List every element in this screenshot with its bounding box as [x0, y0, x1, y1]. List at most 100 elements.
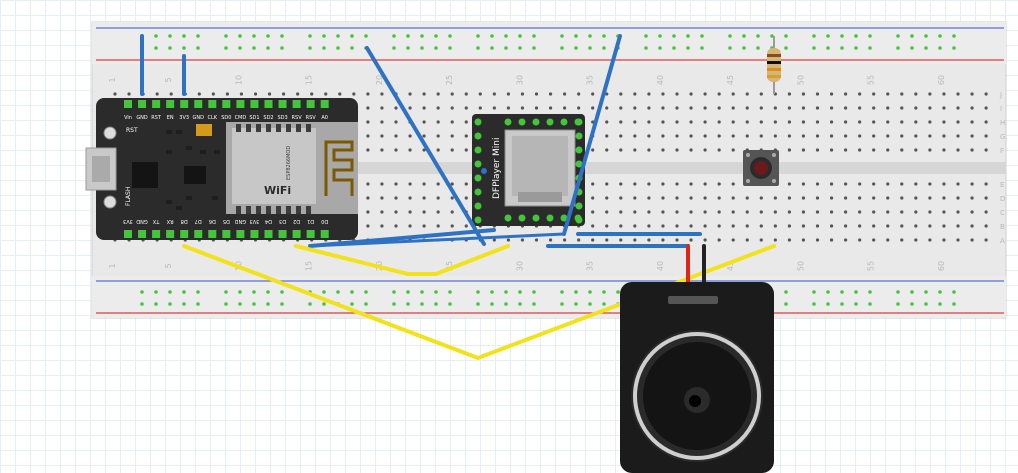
- strip-hole[interactable]: [773, 196, 777, 200]
- strip-hole[interactable]: [956, 134, 960, 138]
- rail-hole[interactable]: [476, 290, 480, 294]
- rail-hole[interactable]: [322, 34, 326, 38]
- strip-hole[interactable]: [942, 92, 946, 96]
- strip-hole[interactable]: [970, 134, 974, 138]
- strip-hole[interactable]: [689, 182, 693, 186]
- strip-hole[interactable]: [956, 210, 960, 214]
- strip-hole[interactable]: [872, 120, 876, 124]
- strip-hole[interactable]: [717, 224, 721, 228]
- strip-hole[interactable]: [731, 134, 735, 138]
- strip-hole[interactable]: [914, 196, 918, 200]
- strip-hole[interactable]: [520, 92, 525, 96]
- strip-hole[interactable]: [759, 106, 763, 110]
- strip-hole[interactable]: [984, 106, 988, 110]
- strip-hole[interactable]: [914, 210, 918, 214]
- rail-hole[interactable]: [504, 290, 508, 294]
- strip-hole[interactable]: [858, 238, 862, 242]
- strip-hole[interactable]: [675, 196, 679, 200]
- strip-hole[interactable]: [464, 182, 468, 186]
- rail-hole[interactable]: [196, 34, 200, 38]
- rail-hole[interactable]: [952, 46, 956, 50]
- strip-hole[interactable]: [829, 238, 834, 242]
- strip-hole[interactable]: [844, 238, 848, 242]
- strip-hole[interactable]: [900, 196, 904, 200]
- rail-hole[interactable]: [504, 34, 508, 38]
- rail-hole[interactable]: [182, 290, 186, 294]
- rail-hole[interactable]: [812, 46, 816, 50]
- strip-hole[interactable]: [534, 92, 539, 96]
- strip-hole[interactable]: [633, 134, 637, 138]
- strip-hole[interactable]: [689, 120, 693, 124]
- strip-hole[interactable]: [970, 148, 974, 152]
- strip-hole[interactable]: [984, 196, 988, 200]
- strip-hole[interactable]: [591, 148, 595, 152]
- rail-hole[interactable]: [812, 302, 816, 306]
- strip-hole[interactable]: [619, 120, 623, 124]
- strip-hole[interactable]: [689, 196, 693, 200]
- rail-hole[interactable]: [420, 46, 424, 50]
- strip-hole[interactable]: [914, 182, 918, 186]
- strip-hole[interactable]: [478, 92, 482, 96]
- strip-hole[interactable]: [970, 92, 974, 96]
- rail-hole[interactable]: [588, 290, 592, 294]
- strip-hole[interactable]: [450, 148, 454, 152]
- strip-hole[interactable]: [211, 92, 215, 96]
- strip-hole[interactable]: [872, 92, 876, 96]
- rail-hole[interactable]: [518, 34, 522, 38]
- strip-hole[interactable]: [703, 224, 707, 228]
- strip-hole[interactable]: [731, 238, 735, 242]
- strip-hole[interactable]: [253, 92, 258, 96]
- strip-hole[interactable]: [815, 134, 820, 138]
- strip-hole[interactable]: [829, 134, 834, 138]
- rail-hole[interactable]: [952, 290, 956, 294]
- rail-hole[interactable]: [504, 302, 508, 306]
- strip-hole[interactable]: [928, 238, 932, 242]
- strip-hole[interactable]: [619, 196, 623, 200]
- strip-hole[interactable]: [464, 120, 468, 124]
- strip-hole[interactable]: [661, 120, 665, 124]
- rail-hole[interactable]: [896, 302, 900, 306]
- strip-hole[interactable]: [577, 238, 581, 242]
- rail-hole[interactable]: [490, 34, 494, 38]
- rail-hole[interactable]: [896, 46, 900, 50]
- strip-hole[interactable]: [984, 148, 988, 152]
- strip-hole[interactable]: [436, 182, 440, 186]
- strip-hole[interactable]: [773, 238, 777, 242]
- rail-hole[interactable]: [392, 302, 396, 306]
- rail-hole[interactable]: [560, 290, 564, 294]
- strip-hole[interactable]: [787, 182, 792, 186]
- strip-hole[interactable]: [366, 148, 370, 152]
- rail-hole[interactable]: [350, 302, 354, 306]
- strip-hole[interactable]: [296, 92, 300, 96]
- rail-hole[interactable]: [350, 34, 354, 38]
- strip-hole[interactable]: [900, 106, 904, 110]
- rail-hole[interactable]: [910, 290, 914, 294]
- strip-hole[interactable]: [436, 92, 440, 96]
- rail-hole[interactable]: [252, 46, 256, 50]
- strip-hole[interactable]: [605, 210, 609, 214]
- strip-hole[interactable]: [422, 120, 426, 124]
- strip-hole[interactable]: [450, 120, 454, 124]
- strip-hole[interactable]: [801, 120, 806, 124]
- rail-hole[interactable]: [854, 302, 858, 306]
- strip-hole[interactable]: [394, 120, 398, 124]
- strip-hole[interactable]: [394, 196, 398, 200]
- strip-hole[interactable]: [591, 106, 595, 110]
- strip-hole[interactable]: [675, 224, 679, 228]
- strip-hole[interactable]: [380, 224, 384, 228]
- strip-hole[interactable]: [928, 148, 932, 152]
- strip-hole[interactable]: [829, 210, 834, 214]
- rail-hole[interactable]: [182, 46, 186, 50]
- strip-hole[interactable]: [970, 224, 974, 228]
- rail-hole[interactable]: [364, 290, 368, 294]
- strip-hole[interactable]: [113, 92, 117, 96]
- strip-hole[interactable]: [928, 120, 932, 124]
- strip-hole[interactable]: [731, 120, 735, 124]
- strip-hole[interactable]: [914, 92, 918, 96]
- strip-hole[interactable]: [886, 196, 890, 200]
- strip-hole[interactable]: [422, 182, 426, 186]
- strip-hole[interactable]: [787, 196, 792, 200]
- strip-hole[interactable]: [239, 92, 244, 96]
- strip-hole[interactable]: [563, 106, 567, 110]
- rail-hole[interactable]: [504, 46, 508, 50]
